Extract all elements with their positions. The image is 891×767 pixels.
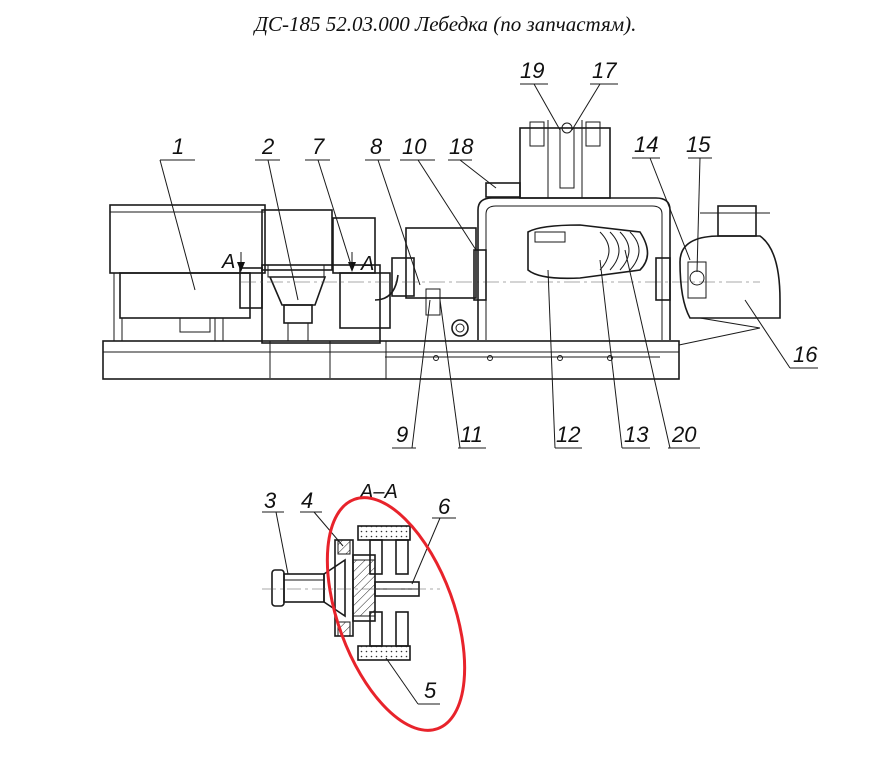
- brake-block: [240, 227, 760, 337]
- reducer: [332, 217, 399, 329]
- end-guard: [679, 205, 781, 329]
- callout-17: 17: [592, 58, 617, 83]
- callout-15: 15: [686, 132, 711, 157]
- tower: [519, 120, 611, 199]
- callout-5: 5: [424, 678, 437, 703]
- callout-20: 20: [671, 422, 697, 447]
- callout-2: 2: [261, 134, 274, 159]
- callout-18: 18: [449, 134, 474, 159]
- callout-1: 1: [172, 134, 184, 159]
- callout-16: 16: [793, 342, 818, 367]
- main-view: А А: [102, 58, 818, 449]
- callout-11: 11: [460, 422, 483, 447]
- callout-3: 3: [264, 488, 277, 513]
- highlight-ellipse: [325, 496, 467, 732]
- callout-19: 19: [520, 58, 544, 83]
- section-cut-marks: [237, 252, 356, 272]
- base-frame: [102, 340, 680, 380]
- section-view: А–А 3 4 6 5: [262, 481, 467, 732]
- callout-10: 10: [402, 134, 427, 159]
- motor: [109, 204, 266, 341]
- leader-lines: [159, 83, 818, 449]
- callout-13: 13: [624, 422, 649, 447]
- bracket: [485, 182, 521, 198]
- callout-7: 7: [312, 134, 325, 159]
- section-mark-left: А: [221, 251, 235, 273]
- callout-12: 12: [556, 422, 580, 447]
- section-mark-right: А: [360, 253, 374, 275]
- drum-housing: [477, 197, 671, 340]
- drawing-title: ДС-185 52.03.000 Лебедка (по запчастям).: [254, 12, 637, 36]
- callout-14: 14: [634, 132, 658, 157]
- callout-9: 9: [396, 422, 408, 447]
- callout-4: 4: [301, 488, 313, 513]
- callout-8: 8: [370, 134, 383, 159]
- coupling-frame: [261, 209, 381, 378]
- callout-6: 6: [438, 494, 451, 519]
